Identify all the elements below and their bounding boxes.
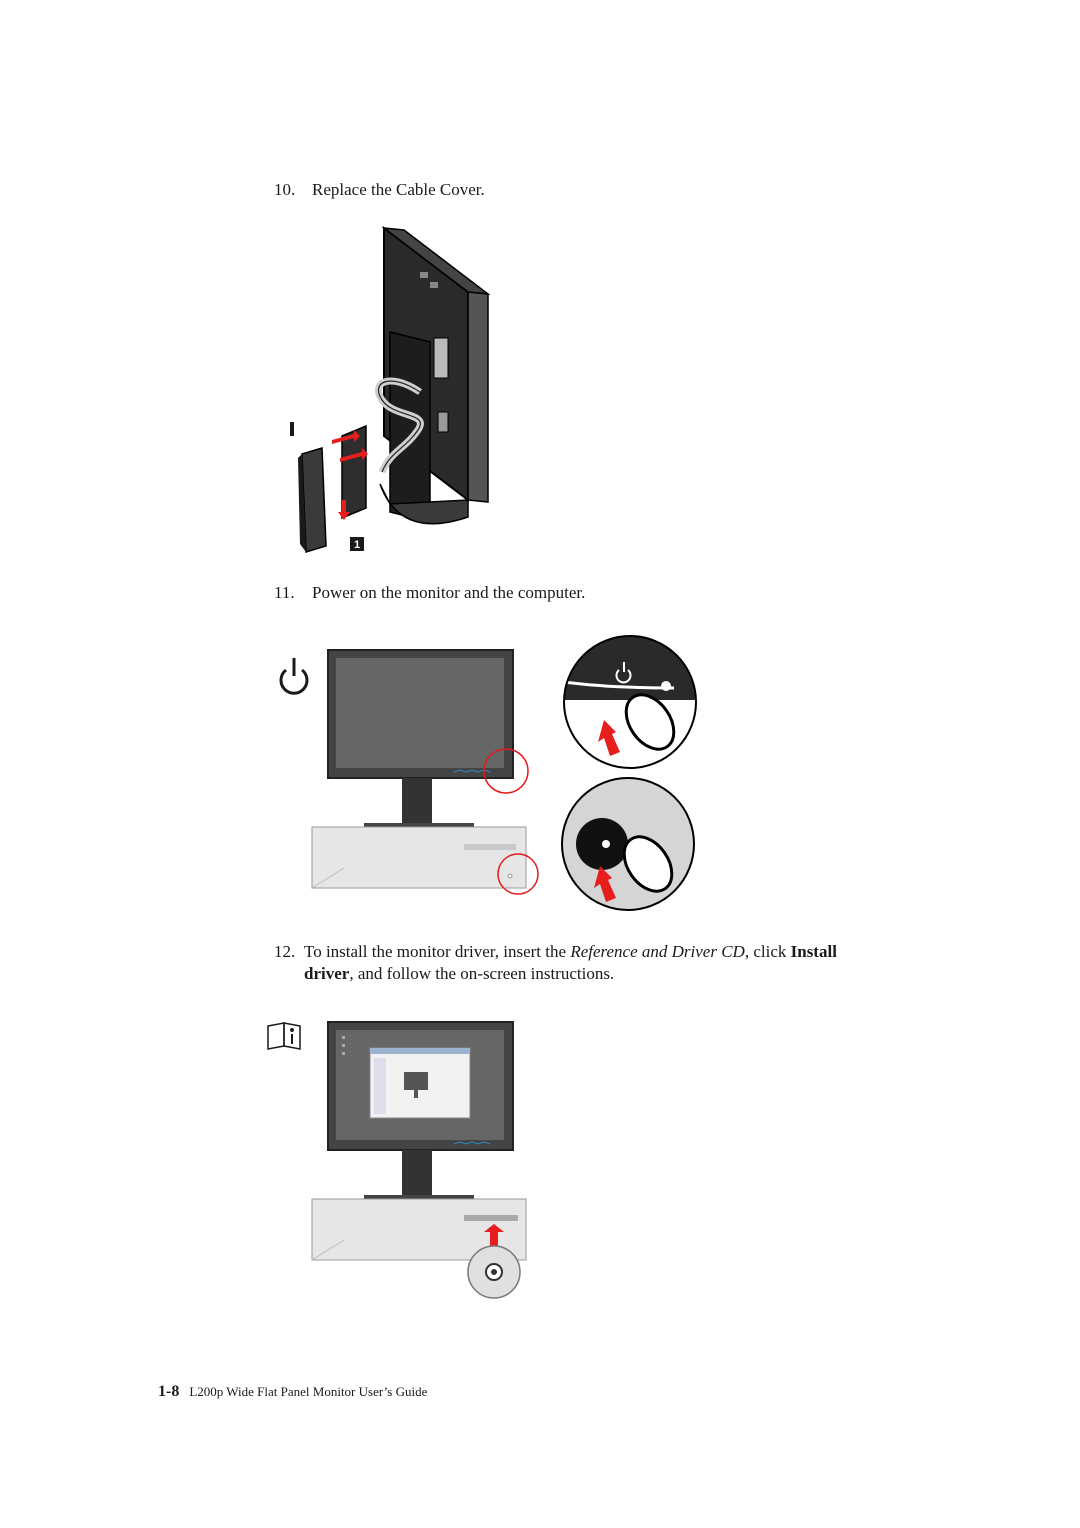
step-12: 12. To install the monitor driver, insert… <box>274 941 954 985</box>
install-label: Install <box>790 942 837 961</box>
step-text: Power on the monitor and the computer. <box>312 583 586 602</box>
power-icon <box>279 658 309 695</box>
arrow-red <box>332 430 368 520</box>
step-text: , click <box>744 942 791 961</box>
cd-name: Reference and Driver CD <box>570 942 745 961</box>
step-text: Replace the Cable Cover. <box>312 180 485 199</box>
step-text: To install the monitor driver, insert th… <box>304 942 571 961</box>
power-on-illustration <box>279 635 697 911</box>
callout-1: 1 <box>354 539 360 551</box>
page-number: 1-8 <box>158 1383 180 1400</box>
driver-install-illustration <box>267 1021 527 1299</box>
info-book-icon <box>267 1022 301 1050</box>
document-title: L200p Wide Flat Panel Monitor User’s Gui… <box>189 1384 428 1399</box>
step-text: , and follow the on-screen instructions. <box>349 964 615 983</box>
driver-label: driver <box>304 964 350 983</box>
step-number: 10. <box>274 180 296 199</box>
cd-disc-icon <box>467 1245 521 1299</box>
step-10: 10. Replace the Cable Cover. <box>274 179 485 201</box>
arrow-red <box>484 1224 504 1250</box>
step-11: 11. Power on the monitor and the computer… <box>274 582 585 604</box>
step-number: 11. <box>274 583 295 602</box>
cable-cover-illustration: 2 1 <box>290 225 490 553</box>
step-number: 12. <box>274 942 296 961</box>
page-footer: 1-8 L200p Wide Flat Panel Monitor User’s … <box>158 1383 427 1401</box>
